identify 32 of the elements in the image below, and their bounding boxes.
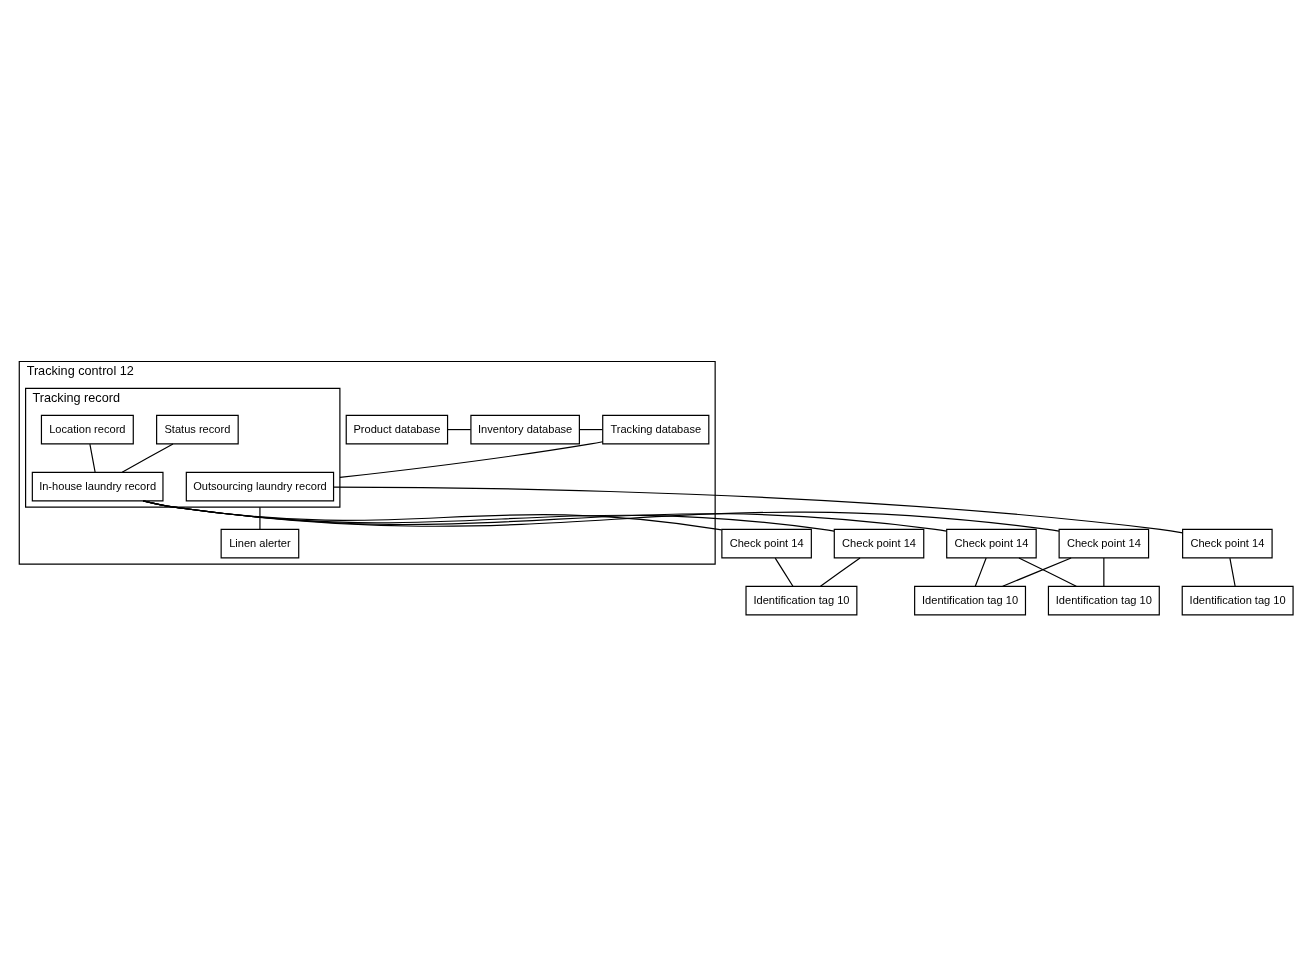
connector xyxy=(1103,557,1105,587)
connector xyxy=(819,557,861,587)
node-box: Linen alerter xyxy=(220,528,300,559)
node-box: Check point 14 xyxy=(833,528,925,559)
node-box: In-house laundry record xyxy=(31,471,164,502)
node-box: Location record xyxy=(40,414,134,445)
node-box: Identification tag 10 xyxy=(914,585,1027,616)
connector xyxy=(1229,557,1236,587)
connector xyxy=(121,443,174,473)
node-box: Identification tag 10 xyxy=(1181,585,1294,616)
node-box: Check point 14 xyxy=(946,528,1037,559)
connector xyxy=(259,506,261,530)
connector xyxy=(578,429,604,431)
node-box: Product database xyxy=(345,414,449,445)
connector xyxy=(333,486,1184,534)
node-box: Outsourcing laundry record xyxy=(185,471,335,502)
connector xyxy=(774,557,794,587)
node-box: Check point 14 xyxy=(1058,528,1150,559)
node-box: Inventory database xyxy=(470,414,580,445)
node-box: Status record xyxy=(156,414,239,445)
connector xyxy=(339,441,604,479)
node-box: Tracking database xyxy=(602,414,710,445)
node-box: Identification tag 10 xyxy=(745,585,858,616)
node-box: Check point 14 xyxy=(1182,528,1273,559)
connector xyxy=(142,500,723,531)
connector xyxy=(1002,557,1072,587)
connector xyxy=(89,443,96,473)
node-box: Identification tag 10 xyxy=(1047,585,1160,616)
connector xyxy=(974,557,987,587)
node-box: Check point 14 xyxy=(721,528,812,559)
connector xyxy=(1018,557,1077,587)
connector xyxy=(447,429,472,431)
